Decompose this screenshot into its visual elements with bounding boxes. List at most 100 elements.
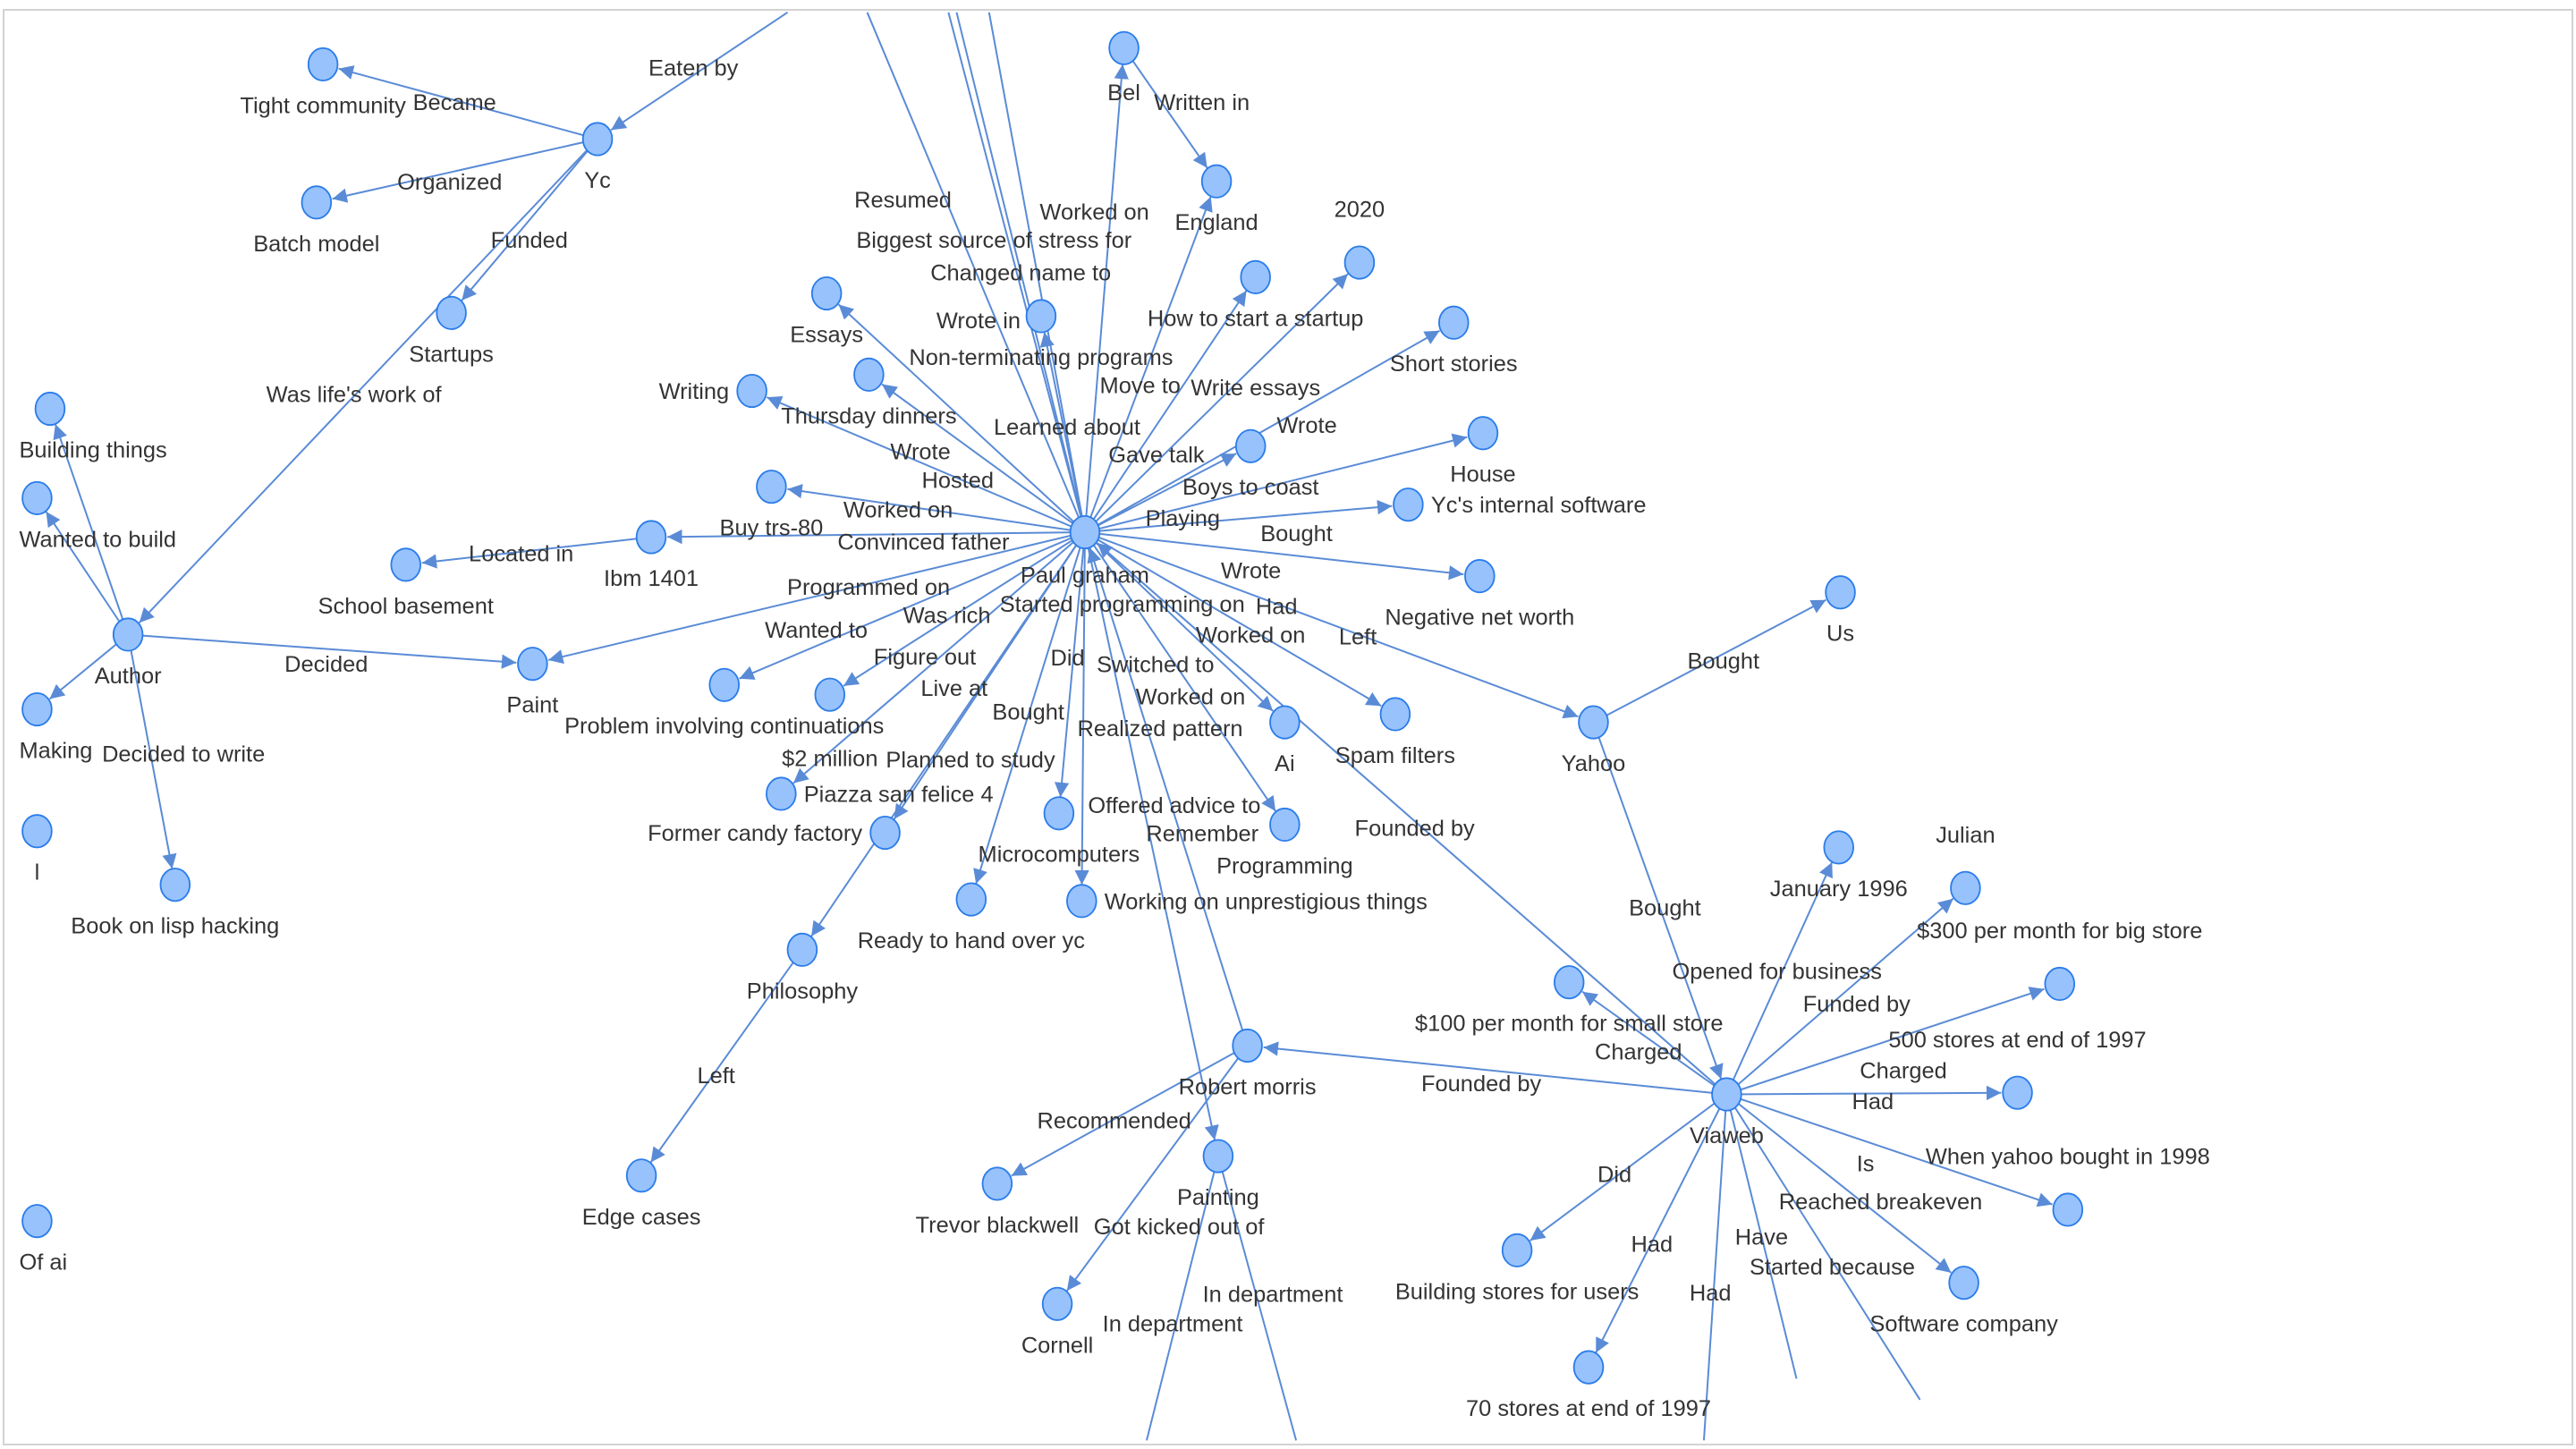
graph-node-cornell[interactable] bbox=[1041, 1286, 1073, 1321]
graph-node-candy[interactable] bbox=[869, 815, 901, 851]
graph-node-piazza[interactable] bbox=[766, 776, 797, 811]
edge-pg-ai[interactable] bbox=[1084, 531, 1274, 712]
graph-node-rtm[interactable] bbox=[1232, 1028, 1263, 1063]
graph-node-micro[interactable] bbox=[1043, 796, 1075, 831]
edge-pg-house[interactable] bbox=[1084, 433, 1468, 534]
graph-node-build[interactable] bbox=[21, 480, 53, 515]
edge-pg-y2020[interactable] bbox=[1084, 273, 1349, 533]
graph-node-england[interactable] bbox=[1200, 164, 1233, 199]
graph-node-us[interactable] bbox=[1825, 575, 1856, 610]
edge-pg-writing[interactable] bbox=[766, 395, 1086, 533]
edge-pg-off_top4[interactable] bbox=[866, 12, 1086, 533]
edge-pg-essays[interactable] bbox=[837, 303, 1086, 533]
graph-node-thursday[interactable] bbox=[853, 357, 885, 392]
graph-node-ready[interactable] bbox=[955, 882, 987, 917]
graph-node-howto[interactable] bbox=[1240, 259, 1271, 294]
edge-viaweb-p100[interactable] bbox=[1581, 990, 1727, 1096]
edge-pg-paint[interactable] bbox=[547, 531, 1086, 665]
edge-viaweb-whenyahoo[interactable] bbox=[1726, 1093, 2053, 1208]
graph-node-p300[interactable] bbox=[2044, 966, 2076, 1002]
edge-pg-yahoo[interactable] bbox=[1084, 531, 1579, 719]
edge-author-making[interactable] bbox=[48, 633, 129, 700]
edge-pg-howto[interactable] bbox=[1084, 290, 1248, 533]
graph-node-philosophy[interactable] bbox=[786, 932, 818, 967]
graph-node-painting[interactable] bbox=[1202, 1139, 1234, 1174]
edge-yc-batch[interactable] bbox=[332, 138, 598, 203]
edge-viaweb-julian[interactable] bbox=[1725, 897, 1954, 1096]
graph-node-lisp[interactable] bbox=[159, 868, 191, 902]
edge-ibm-school[interactable] bbox=[421, 536, 652, 569]
edge-pg-unprest[interactable] bbox=[1074, 532, 1089, 886]
graph-node-programming[interactable] bbox=[1269, 807, 1301, 843]
edge-pg-off_top3[interactable] bbox=[987, 12, 1086, 533]
edge-yahoo-viaweb[interactable] bbox=[1592, 722, 1724, 1080]
graph-node-lleft[interactable] bbox=[21, 814, 53, 849]
graph-node-writing[interactable] bbox=[736, 373, 767, 409]
graph-node-whenyahoo[interactable] bbox=[2052, 1192, 2084, 1227]
graph-node-ai[interactable] bbox=[1269, 705, 1301, 740]
edge-rtm-pg[interactable] bbox=[1087, 547, 1249, 1046]
edge-viaweb-s500[interactable] bbox=[1726, 1085, 2002, 1101]
graph-node-things[interactable] bbox=[34, 391, 66, 427]
graph-node-y2020[interactable] bbox=[1343, 245, 1376, 280]
graph-node-million[interactable] bbox=[814, 677, 846, 712]
graph-node-unprest[interactable] bbox=[1066, 884, 1097, 919]
graph-node-jan96[interactable] bbox=[1823, 830, 1854, 865]
edge-painting-off_bot1[interactable] bbox=[1146, 1156, 1219, 1441]
edge-pg-trs[interactable] bbox=[787, 484, 1086, 534]
graph-node-negnet[interactable] bbox=[1464, 559, 1496, 594]
edge-rtm-cornell[interactable] bbox=[1066, 1045, 1249, 1292]
edge-pg-bel[interactable] bbox=[1083, 64, 1129, 533]
edge-yc-startups[interactable] bbox=[461, 138, 598, 301]
graph-node-house[interactable] bbox=[1467, 416, 1499, 451]
graph-node-s70[interactable] bbox=[1572, 1350, 1605, 1385]
graph-node-ofai[interactable] bbox=[21, 1204, 53, 1239]
graph-node-viaweb[interactable] bbox=[1711, 1077, 1742, 1112]
edge-pg-spam[interactable] bbox=[1084, 531, 1382, 708]
edge-viaweb-off_because[interactable] bbox=[1725, 1093, 1921, 1401]
edge-pg-programming[interactable] bbox=[1084, 531, 1276, 812]
edge-viaweb-s70[interactable] bbox=[1595, 1094, 1728, 1353]
edge-pg-thursday[interactable] bbox=[881, 383, 1086, 533]
graph-node-paint[interactable] bbox=[517, 647, 548, 682]
edge-viaweb-off_had[interactable] bbox=[1702, 1094, 1728, 1441]
edge-painting-off_bot2[interactable] bbox=[1216, 1156, 1298, 1441]
edge-yc-tight[interactable] bbox=[338, 65, 598, 140]
graph-node-tight[interactable] bbox=[307, 47, 339, 82]
edge-off_eaten-yc[interactable] bbox=[610, 11, 789, 131]
graph-node-yahoo[interactable] bbox=[1578, 705, 1609, 740]
edge-rtm-trevor[interactable] bbox=[1011, 1045, 1249, 1177]
graph-node-ycsoft[interactable] bbox=[1393, 487, 1424, 522]
graph-node-ibm[interactable] bbox=[635, 520, 667, 555]
edge-pg-short[interactable] bbox=[1084, 329, 1440, 533]
graph-node-bel[interactable] bbox=[1108, 30, 1140, 65]
graph-node-school[interactable] bbox=[390, 547, 421, 582]
edge-pg-negnet[interactable] bbox=[1084, 531, 1464, 580]
edge-author-build[interactable] bbox=[45, 511, 129, 636]
graph-node-boys[interactable] bbox=[1234, 428, 1267, 463]
edge-viaweb-building[interactable] bbox=[1530, 1093, 1728, 1241]
graph-node-pg[interactable] bbox=[1069, 514, 1101, 550]
graph-node-trs[interactable] bbox=[756, 470, 787, 504]
edge-pg-ready[interactable] bbox=[973, 531, 1086, 885]
edge-bel-england[interactable] bbox=[1123, 47, 1208, 169]
graph-node-essays[interactable] bbox=[810, 275, 843, 311]
edge-philosophy-edge[interactable] bbox=[649, 949, 803, 1164]
graph-node-author[interactable] bbox=[112, 617, 144, 652]
edge-yahoo-us[interactable] bbox=[1593, 598, 1826, 724]
graph-node-building[interactable] bbox=[1501, 1233, 1533, 1267]
edge-pg-ycsoft[interactable] bbox=[1084, 499, 1393, 534]
edge-pg-continuations[interactable] bbox=[739, 531, 1086, 680]
edge-pg-england[interactable] bbox=[1084, 196, 1213, 533]
graph-node-edge[interactable] bbox=[625, 1158, 657, 1193]
graph-node-software[interactable] bbox=[1948, 1266, 1979, 1301]
graph-node-nonterm[interactable] bbox=[1025, 299, 1057, 334]
edge-viaweb-p300[interactable] bbox=[1726, 987, 2045, 1096]
graph-node-yc[interactable] bbox=[581, 122, 614, 157]
graph-node-batch[interactable] bbox=[301, 185, 333, 220]
graph-node-trevor[interactable] bbox=[981, 1166, 1013, 1201]
edge-viaweb-jan96[interactable] bbox=[1725, 861, 1834, 1095]
edge-author-lisp[interactable] bbox=[127, 634, 177, 869]
